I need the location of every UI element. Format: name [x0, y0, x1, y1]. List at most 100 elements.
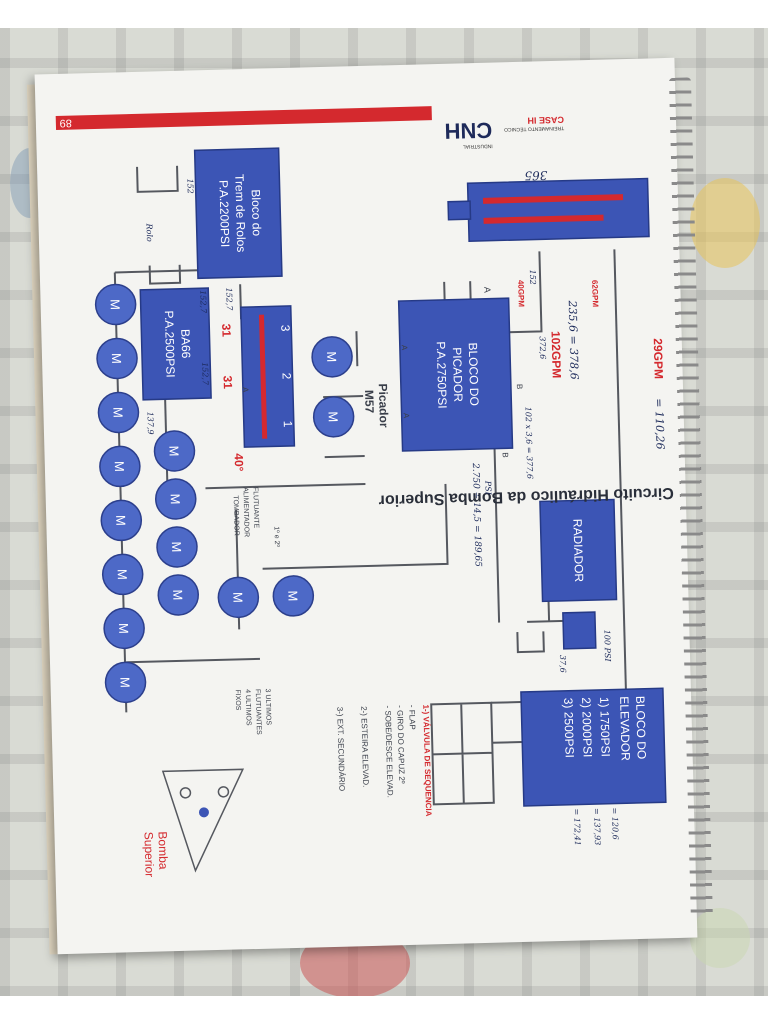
block-elevador-line1: BLOCO DO: [633, 696, 649, 760]
valve-number-3: 3: [278, 325, 292, 332]
valve-number-2: 2: [279, 373, 293, 380]
hydraulic-line: [613, 249, 628, 700]
block-trem-line1: Bloco do: [249, 189, 264, 236]
label-m57: M57: [362, 390, 377, 414]
header-red-bar: [55, 106, 432, 130]
tank-red-stripe: [483, 214, 604, 224]
legend-item-sobe: - SOBE/DESCE ELEVAD.: [383, 705, 394, 798]
block-elevador-item-1: 1) 1750PSI: [597, 697, 613, 757]
hydraulic-tank: [466, 177, 650, 242]
frame-bottom: [0, 996, 768, 1024]
motor-label: M: [107, 299, 122, 310]
motor-tombador: [272, 575, 315, 617]
handwritten-note: PSI: [483, 480, 492, 496]
motor-label: M: [166, 445, 181, 456]
handwritten-note: 152: [185, 178, 194, 194]
hydraulic-line: [491, 701, 522, 704]
tank-red-stripe: [482, 194, 624, 204]
pump-port: [198, 807, 209, 818]
motor-label: M: [112, 461, 127, 472]
block-elevador: [520, 687, 667, 807]
label-102gpm: 102GPM: [548, 331, 563, 379]
pump-triangle: [161, 768, 245, 873]
motor-alimentador: [217, 576, 260, 619]
fabric-print: [690, 178, 760, 268]
valve-number-1: 1: [281, 420, 295, 427]
motor-label: M: [113, 515, 128, 526]
handwritten-note: 2.750 ÷ 14,5 = 189,65: [470, 462, 483, 567]
hydraulic-line: [205, 483, 366, 490]
motor-label: M: [168, 493, 183, 504]
handwritten-note: 137,9: [145, 412, 155, 435]
motor: [100, 499, 143, 542]
handwritten-note: 152,7: [200, 362, 210, 386]
motor-note-line1: 3 ULTIMOS: [264, 689, 272, 726]
port-b: B: [515, 384, 524, 390]
handwritten-note: 152,7: [224, 287, 234, 311]
tank-symbol: [136, 165, 179, 193]
valve-red-bar: [258, 314, 268, 439]
valve-block-3-2-1: [239, 305, 296, 448]
handwritten-note: 152: [528, 269, 537, 285]
hydraulic-diagram: 89 CNH INDUSTRIAL CASE IH TREINAMENTO TÉ…: [55, 106, 674, 878]
motor: [96, 337, 138, 380]
hydraulic-line: [324, 455, 365, 459]
page-number: 89: [59, 117, 72, 129]
motor-label: M: [285, 590, 300, 601]
motor-row-middle: [153, 430, 200, 616]
hydraulic-line: [114, 269, 208, 274]
cnh-logo: CNH: [444, 118, 492, 144]
training-text: TREINAMENTO TÉCNICO: [504, 125, 564, 134]
handwritten-note: 365: [524, 168, 547, 183]
motor: [103, 607, 145, 650]
handwritten-note: 37,6: [558, 655, 567, 673]
handwritten-note: = 137,93: [592, 808, 602, 845]
motor-label: M: [116, 623, 131, 634]
port-a: A: [482, 287, 492, 293]
legend-item-3: 3-) EXT. SECUNDÁRIO: [335, 707, 346, 792]
legend-item-giro: - GIRO DO CAPUZ 2º: [395, 705, 406, 784]
frame-top: [0, 0, 768, 28]
motor-label: M: [115, 569, 130, 580]
motor-label: M: [169, 541, 184, 552]
block-trem-line2: Trem de Rolos: [232, 174, 248, 253]
label-flutuante: FLUTUANTE: [251, 487, 259, 529]
case-ih-logo: CASE IH: [527, 115, 564, 126]
industrial-text: INDUSTRIAL: [463, 143, 493, 150]
motor: [101, 553, 144, 596]
sequence-valve-symbol: [430, 701, 495, 806]
label-alimentador: ALIMENTADOR: [241, 487, 249, 537]
motor-label: M: [170, 589, 185, 600]
port-a: A: [241, 387, 250, 393]
block-elevador-item-2: 2) 2000PSI: [579, 697, 595, 757]
label-1e2: 1º e 2º: [273, 526, 281, 547]
label-62gpm: 62GPM: [590, 280, 600, 308]
block-picador-line2: PICADOR: [450, 347, 465, 402]
port-a: A: [402, 413, 411, 419]
pump-label-line2: Superior: [141, 832, 156, 878]
block-radiador-label: RADIADOR: [570, 519, 586, 583]
legend-heading: 1-) VÁLVULA DE SEQUENCIA: [421, 704, 433, 816]
block-elevador-item-3: 3) 2500PSI: [561, 698, 577, 758]
hydraulic-line: [547, 601, 551, 622]
block-elevador-line2: ELEVADOR: [617, 696, 633, 761]
handwritten-note: = 172,41: [572, 808, 582, 845]
legend-item-flap: - FLAP: [407, 705, 417, 730]
handwritten-note: 152,7: [198, 290, 208, 314]
motor: [155, 478, 197, 520]
hydraulic-line: [355, 331, 359, 367]
hydraulic-line: [124, 657, 260, 664]
block-picador-line3: P.A.2750PSI: [434, 341, 450, 409]
motor-label: M: [117, 677, 132, 688]
motor: [97, 391, 140, 434]
block-radiador: [539, 498, 618, 603]
handwritten-note: 372,6: [538, 336, 548, 359]
label-40-degree: 40°: [232, 453, 246, 472]
hydraulic-line: [262, 483, 449, 570]
block-ba66-line1: BA66: [178, 329, 193, 359]
motor-label: M: [110, 407, 125, 418]
label-40gpm: 40GPM: [516, 280, 526, 308]
port-a: A: [400, 345, 409, 351]
motor: [156, 526, 198, 568]
tank-symbol: [516, 631, 545, 654]
